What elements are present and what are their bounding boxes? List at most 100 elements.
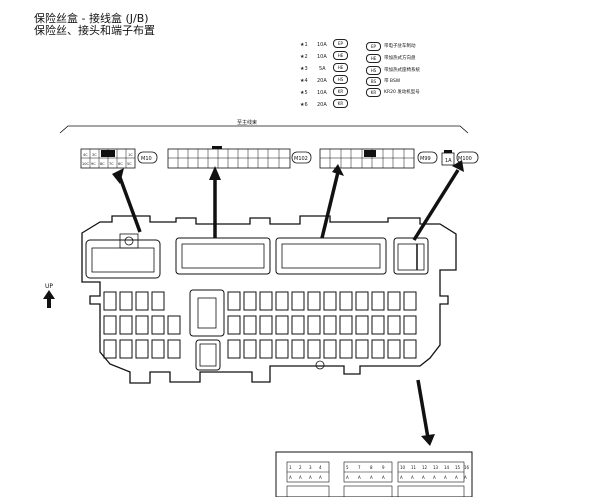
connector-m100-badge [456,151,479,164]
socket-m10 [85,239,161,279]
connector-m102-grid [167,146,291,169]
svg-text:5: 5 [346,465,349,470]
connector-m102-badge [291,151,312,164]
code-badge: EP [366,42,381,51]
fuse-code-badge: HS [333,75,348,84]
svg-text:13: 13 [433,465,439,470]
fuse-mark: ★3 [300,66,308,72]
fuse-mark: ★2 [300,54,308,60]
fuse-code-badge: KR [333,99,348,108]
svg-text:6C: 6C [118,162,123,166]
relay-socket [189,289,225,337]
code-description: 带 BSW [384,79,401,84]
fuse-mark: ★5 [300,90,308,96]
connector-m99-grid [319,148,415,169]
fuse-mark: ★4 [300,78,308,84]
svg-text:15: 15 [455,465,461,470]
svg-text:A: A [309,475,312,480]
harness-label: 至主线束 [237,120,258,126]
fuse-code-badge: HE [333,63,348,72]
svg-text:M99: M99 [420,156,431,162]
svg-text:A: A [464,475,467,480]
pointer-arrows [43,160,464,446]
svg-text:1A: 1A [445,158,452,164]
svg-text:9C: 9C [91,162,96,166]
svg-text:A: A [299,475,302,480]
fuse-block-left [103,291,181,359]
code-badge: HE [366,54,381,63]
code-description: 带加热式座椅系统 [384,68,420,73]
socket-m99 [275,237,387,275]
svg-text:M102: M102 [294,156,308,162]
junction-box-outline [81,215,457,384]
connector-m99-badge [417,151,438,164]
page-subtitle: 保险丝、接头和端子布置 [34,24,155,37]
svg-text:10: 10 [400,465,406,470]
connector-m10-grid [80,148,136,169]
fuse-mark: ★1 [300,42,308,48]
fuse-legend-row: ★4 20A [300,78,327,84]
fuse-rating: 10A [317,54,327,60]
socket-m102 [175,237,271,275]
svg-text:M10: M10 [141,156,152,162]
svg-text:A: A [433,475,436,480]
svg-text:12: 12 [422,465,428,470]
fuse-id-table [275,451,473,497]
code-description: 带加热式方向盘 [384,56,416,61]
page-title: 保险丝盒 - 接线盒 (J/B) [34,12,149,25]
svg-text:A: A [346,475,349,480]
svg-text:A: A [289,475,292,480]
connector-badge-labels: M10 M102 M99 M100 1A [141,156,472,164]
svg-text:5C: 5C [127,162,132,166]
harness-bracket [59,125,469,134]
fuse-code-badge: EP [333,39,348,48]
fuse-rating: 10A [317,42,327,48]
up-label: UP [45,283,54,290]
svg-text:A: A [422,475,425,480]
svg-text:14: 14 [444,465,450,470]
fuse-rating: 20A [317,102,327,108]
code-badge: BS [366,77,381,86]
svg-text:3: 3 [309,465,312,470]
svg-text:7: 7 [358,465,361,470]
svg-text:3C: 3C [92,153,97,157]
svg-text:10C: 10C [82,162,89,166]
fuse-legend-row: ★1 10A [300,42,327,48]
fuse-rating: 10A [317,90,327,96]
svg-text:9: 9 [382,465,385,470]
fuse-mark: ★6 [300,102,308,108]
svg-text:A: A [400,475,403,480]
svg-text:1C: 1C [128,153,133,157]
svg-text:A: A [370,475,373,480]
fuse-code-badge: KR [333,87,348,96]
svg-text:A: A [382,475,385,480]
fuse-legend-row: ★2 10A [300,54,327,60]
svg-text:4: 4 [319,465,322,470]
fuse-code-badge: HE [333,51,348,60]
fuse-legend-row: ★5 10A [300,90,327,96]
code-badge: HS [366,66,381,75]
fuse-legend-row: ★3 5A [300,66,326,72]
code-description: 带电子驻车制动 [384,44,416,49]
svg-text:M100: M100 [458,156,472,162]
svg-text:1: 1 [289,465,292,470]
code-badge: KR [366,88,381,97]
svg-text:A: A [444,475,447,480]
svg-text:2: 2 [299,465,302,470]
fuse-rating: 5A [319,66,326,72]
fuse-rating: 20A [317,78,327,84]
svg-text:7C: 7C [109,162,114,166]
svg-text:A: A [455,475,458,480]
svg-text:16: 16 [464,465,470,470]
svg-text:11: 11 [411,465,417,470]
fuse-block-right [227,291,417,359]
code-description: KR20 发动机型号 [384,90,420,95]
svg-text:8C: 8C [100,162,105,166]
fuse-legend-row: ★6 20A [300,102,327,108]
svg-text:A: A [411,475,414,480]
svg-text:A: A [358,475,361,480]
svg-text:8: 8 [370,465,373,470]
